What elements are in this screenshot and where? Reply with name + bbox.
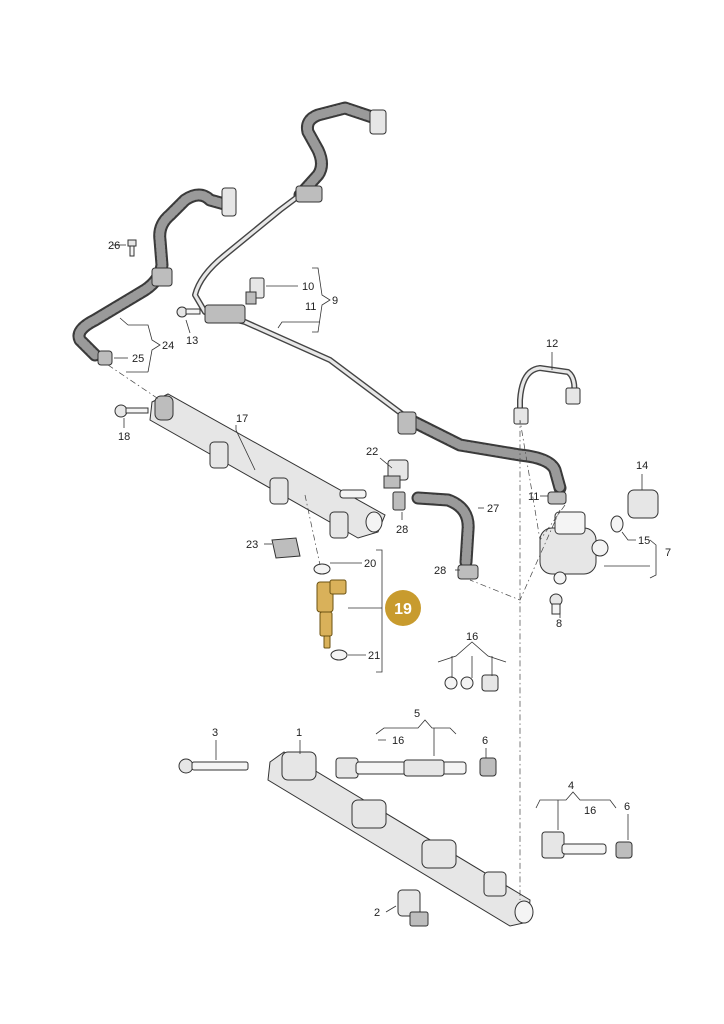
vent-hose-9[interactable] xyxy=(192,101,567,495)
label-12[interactable]: 12 xyxy=(546,338,558,350)
label-11-right[interactable]: 11 xyxy=(528,491,539,503)
label-16-lower[interactable]: 16 xyxy=(584,805,596,817)
label-26[interactable]: 26 xyxy=(108,240,120,252)
bolt-3[interactable] xyxy=(178,758,249,774)
leader-lines xyxy=(112,244,657,913)
hose-clip-25[interactable] xyxy=(97,350,113,366)
label-7[interactable]: 7 xyxy=(665,547,671,559)
pressure-line-12[interactable] xyxy=(513,365,581,425)
screw-13[interactable] xyxy=(176,306,201,318)
label-18[interactable]: 18 xyxy=(118,431,130,443)
seal-15[interactable] xyxy=(610,515,624,533)
clip-6-lower[interactable] xyxy=(615,841,633,859)
injector-5[interactable] xyxy=(335,757,467,779)
label-4[interactable]: 4 xyxy=(568,780,574,792)
part-labels: 26 24 25 13 10 11 9 17 18 22 28 27 28 23… xyxy=(108,240,671,919)
fuel-pump-7[interactable] xyxy=(539,511,609,585)
fuel-rail-17[interactable] xyxy=(149,393,386,539)
label-10[interactable]: 10 xyxy=(302,281,314,293)
hose-27[interactable] xyxy=(411,491,475,569)
injector-4[interactable] xyxy=(541,831,607,859)
screw-18[interactable] xyxy=(114,404,149,418)
label-6-upper[interactable]: 6 xyxy=(482,735,488,747)
label-3[interactable]: 3 xyxy=(212,727,218,739)
label-9[interactable]: 9 xyxy=(332,295,338,307)
label-8[interactable]: 8 xyxy=(556,618,562,630)
label-5[interactable]: 5 xyxy=(414,708,420,720)
seal-kit-16[interactable] xyxy=(444,674,499,692)
label-14[interactable]: 14 xyxy=(636,460,648,472)
highlight-badge-label: 19 xyxy=(394,601,412,618)
clip-28-upper[interactable] xyxy=(392,491,406,511)
seal-ring-21[interactable] xyxy=(330,649,348,661)
fuel-rail-1[interactable] xyxy=(267,751,534,927)
highlight-badge-19[interactable]: 19 xyxy=(385,590,421,626)
sensor-2[interactable] xyxy=(397,889,429,927)
vent-hose-24[interactable] xyxy=(72,187,237,362)
label-16-upper-rail[interactable]: 16 xyxy=(392,735,404,747)
label-6-lower[interactable]: 6 xyxy=(624,801,630,813)
label-13[interactable]: 13 xyxy=(186,335,198,347)
retainer-23[interactable] xyxy=(271,537,301,559)
pressure-sensor-22[interactable] xyxy=(383,459,409,489)
label-1[interactable]: 1 xyxy=(296,727,302,739)
label-17[interactable]: 17 xyxy=(236,413,248,425)
label-28-lower[interactable]: 28 xyxy=(434,565,446,577)
label-16-middle[interactable]: 16 xyxy=(466,631,478,643)
label-21[interactable]: 21 xyxy=(368,650,380,662)
label-22[interactable]: 22 xyxy=(366,446,378,458)
label-2[interactable]: 2 xyxy=(374,907,380,919)
label-23[interactable]: 23 xyxy=(246,539,258,551)
seal-ring-20[interactable] xyxy=(313,563,331,575)
screw-8[interactable] xyxy=(549,593,563,615)
clip-6-upper[interactable] xyxy=(479,757,497,777)
label-15[interactable]: 15 xyxy=(638,535,650,547)
clip-11[interactable] xyxy=(547,491,567,505)
label-11[interactable]: 11 xyxy=(305,301,316,313)
label-25[interactable]: 25 xyxy=(132,353,144,365)
label-27[interactable]: 27 xyxy=(487,503,499,515)
sensor-10[interactable] xyxy=(245,277,265,305)
screw-26[interactable] xyxy=(127,239,137,257)
injector-19[interactable] xyxy=(316,579,347,649)
clip-28-lower[interactable] xyxy=(457,564,479,580)
label-24[interactable]: 24 xyxy=(162,340,174,352)
label-20[interactable]: 20 xyxy=(364,558,376,570)
connector-14[interactable] xyxy=(627,489,659,519)
label-28-upper[interactable]: 28 xyxy=(396,524,408,536)
